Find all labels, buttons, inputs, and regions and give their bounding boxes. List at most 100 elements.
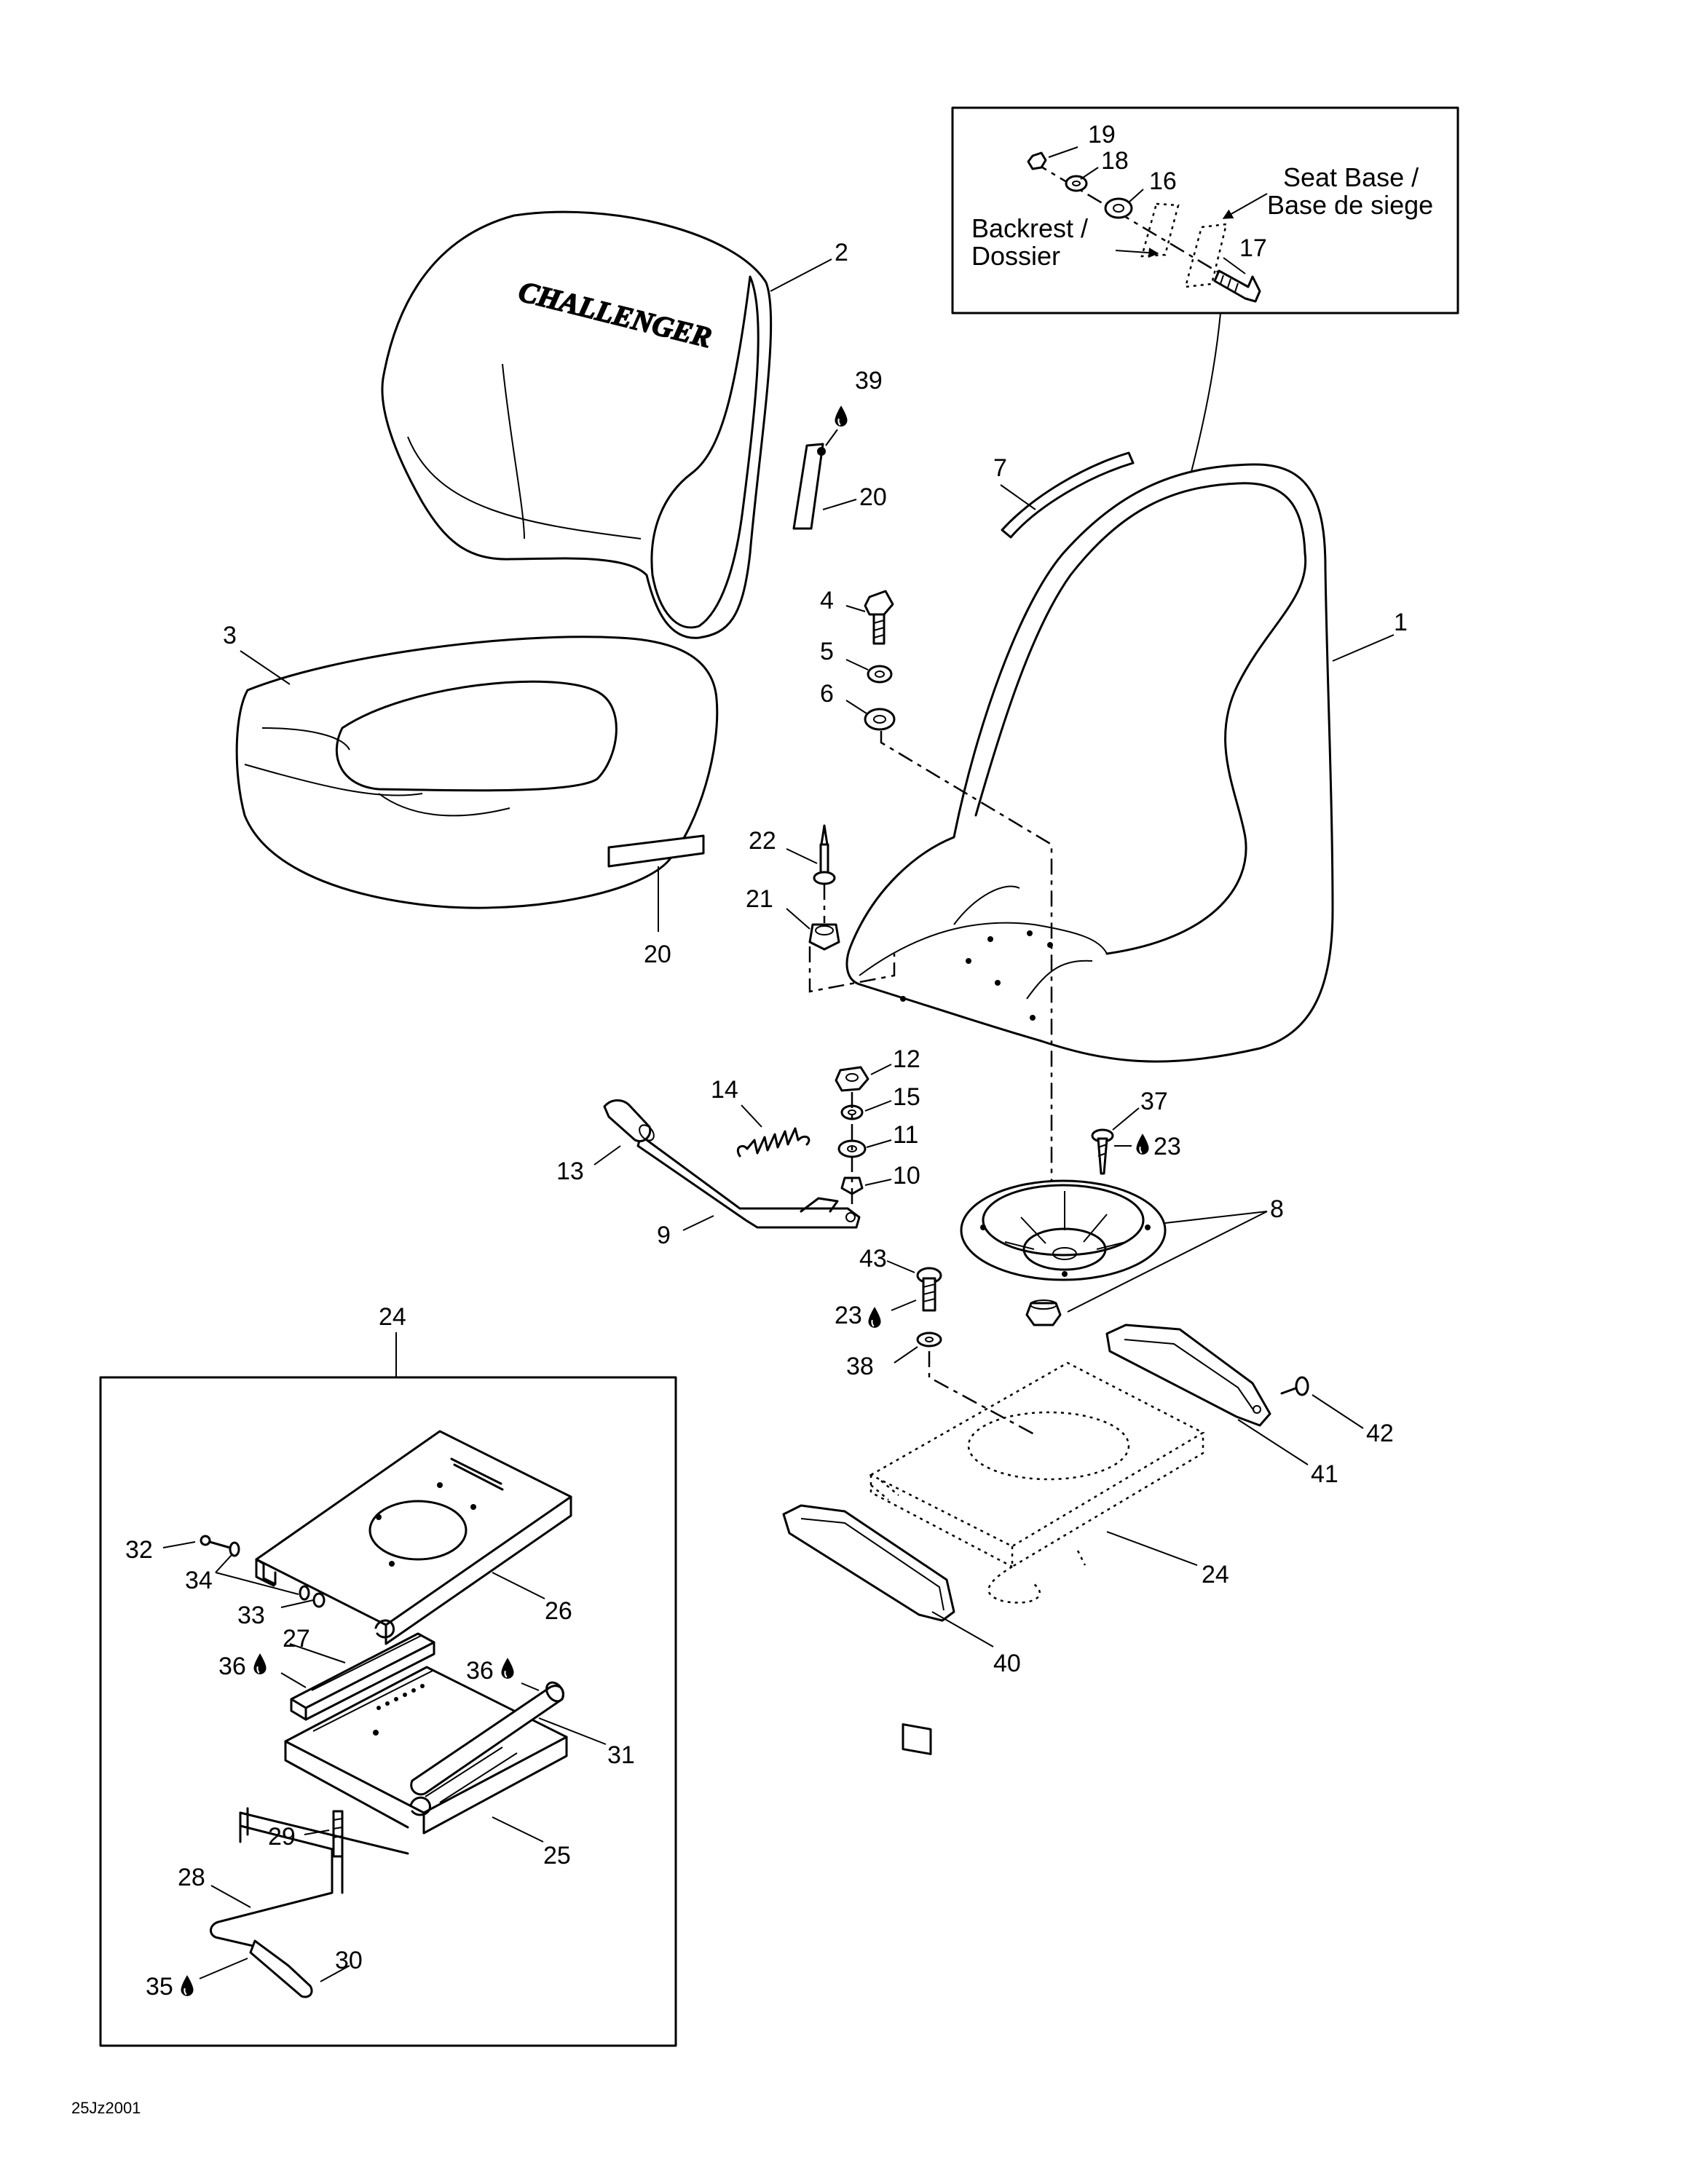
- callout-1: 1: [1394, 609, 1408, 636]
- callout-42: 42: [1366, 1420, 1394, 1447]
- callout-34: 34: [185, 1567, 213, 1594]
- oil-drop-icon: [253, 1653, 267, 1675]
- part-3-seat-cushion: [235, 636, 719, 909]
- callout-14: 14: [711, 1076, 738, 1104]
- part-5-washer: [867, 665, 893, 684]
- part-29-pins: [239, 1807, 344, 1858]
- part-seat-base-plate: [1184, 223, 1228, 288]
- callout-38: 38: [846, 1353, 874, 1380]
- callout-7: 7: [993, 454, 1007, 482]
- part-6-spacer: [864, 708, 896, 731]
- part-30-grip: [249, 1939, 313, 1998]
- callout-19: 19: [1088, 121, 1116, 149]
- callout-36-left: 36: [218, 1653, 246, 1680]
- part-8-swivel-plate: [960, 1179, 1167, 1281]
- callout-5: 5: [820, 638, 834, 665]
- callout-32: 32: [125, 1536, 153, 1564]
- callout-9: 9: [657, 1222, 671, 1249]
- part-17-bolt: [1213, 269, 1261, 303]
- oil-drop-icon: [834, 405, 848, 427]
- part-32-screw: [200, 1535, 232, 1549]
- part-42-screw: [1280, 1376, 1309, 1396]
- callout-27: 27: [283, 1625, 310, 1653]
- part-1-seat-shell: [845, 463, 1334, 1063]
- callout-15: 15: [893, 1083, 920, 1111]
- callout-40: 40: [993, 1650, 1021, 1677]
- part-7-edge-trim: [1001, 451, 1135, 539]
- callout-23-upper: 23: [1153, 1133, 1181, 1160]
- part-20-label-lower: [607, 834, 705, 868]
- drawing-code: 25Jz2001: [71, 2099, 141, 2117]
- part-27-slide-rail: [290, 1632, 435, 1721]
- callout-41: 41: [1311, 1460, 1338, 1488]
- part-20-label-upper: [792, 443, 824, 530]
- callout-10: 10: [893, 1162, 920, 1190]
- part-16-washer: [1104, 197, 1133, 219]
- part-8-swivel-bushing: [1025, 1299, 1062, 1326]
- callout-11: 11: [893, 1121, 918, 1149]
- callout-13: 13: [556, 1158, 584, 1185]
- callout-18: 18: [1101, 147, 1129, 175]
- part-13-grip: [603, 1099, 655, 1142]
- callout-24-detail: 24: [379, 1303, 406, 1331]
- callout-20-upper: 20: [859, 483, 887, 511]
- callout-20-lower: 20: [644, 941, 671, 968]
- label-seat-base: Seat Base /: [1283, 162, 1419, 192]
- part-41-right-rail: [1105, 1324, 1271, 1427]
- callout-12: 12: [893, 1045, 920, 1073]
- callout-21: 21: [746, 885, 773, 913]
- oil-drop-icon: [180, 1974, 194, 1997]
- label-seat-base-fr: Base de siege: [1267, 190, 1433, 220]
- callout-31: 31: [607, 1741, 635, 1769]
- part-43-bolt: [916, 1267, 942, 1312]
- part-9-adjust-lever: [636, 1134, 861, 1229]
- callout-35: 35: [146, 1973, 173, 2001]
- callout-2: 2: [835, 239, 848, 266]
- part-31-tube: [410, 1681, 564, 1803]
- callout-24-right: 24: [1202, 1561, 1229, 1588]
- callout-28: 28: [178, 1864, 205, 1891]
- callout-26: 26: [545, 1597, 572, 1625]
- callout-33: 33: [237, 1602, 265, 1629]
- inset-detail-box: 19 18 16 17 Seat Base / Base de siege Ba…: [951, 106, 1459, 314]
- callout-23-lower: 23: [835, 1302, 862, 1329]
- part-25-lower-frame: [284, 1666, 568, 1835]
- label-backrest-fr: Dossier: [971, 241, 1060, 271]
- part-26-top-plate: [255, 1430, 572, 1645]
- part-12-nut: [835, 1066, 869, 1092]
- part-28-release-rod: [210, 1811, 409, 1982]
- label-backrest: Backrest /: [971, 213, 1088, 243]
- callout-25: 25: [543, 1842, 571, 1870]
- callout-39: 39: [855, 367, 883, 395]
- part-backrest-plate: [1140, 202, 1180, 258]
- callout-36-right: 36: [466, 1657, 494, 1685]
- part-34-washers: [229, 1541, 310, 1601]
- part-21-nut: [808, 923, 840, 951]
- part-37-screw: [1091, 1128, 1114, 1175]
- part-4-bolt: [864, 590, 894, 645]
- part-40-left-rail: [782, 1504, 955, 1755]
- callout-8: 8: [1270, 1195, 1284, 1223]
- part-14-spring: [736, 1127, 811, 1158]
- part-24-slide-assembly-dotted: [869, 1361, 1205, 1604]
- part-2-backrest-cushion: CHALLENGER: [381, 210, 773, 639]
- callout-30: 30: [335, 1947, 363, 1974]
- part-33-nut: [312, 1592, 326, 1608]
- callout-6: 6: [820, 680, 834, 708]
- part-19-nut: [1027, 151, 1047, 170]
- part-10-bushing: [840, 1176, 864, 1195]
- part-38-washer: [916, 1332, 942, 1348]
- callout-4: 4: [820, 587, 834, 614]
- callout-16: 16: [1149, 167, 1177, 195]
- oil-drop-icon: [500, 1657, 515, 1679]
- part-22-stud: [813, 824, 836, 885]
- callout-17: 17: [1239, 234, 1267, 262]
- callout-22: 22: [749, 827, 776, 855]
- oil-drop-icon: [1135, 1133, 1150, 1155]
- callout-37: 37: [1140, 1088, 1168, 1115]
- adjust-holes: [376, 1684, 425, 1710]
- callout-3: 3: [223, 622, 237, 649]
- detail-box-24: 26 32 34 33 27: [99, 1376, 677, 2047]
- callout-43: 43: [859, 1245, 887, 1273]
